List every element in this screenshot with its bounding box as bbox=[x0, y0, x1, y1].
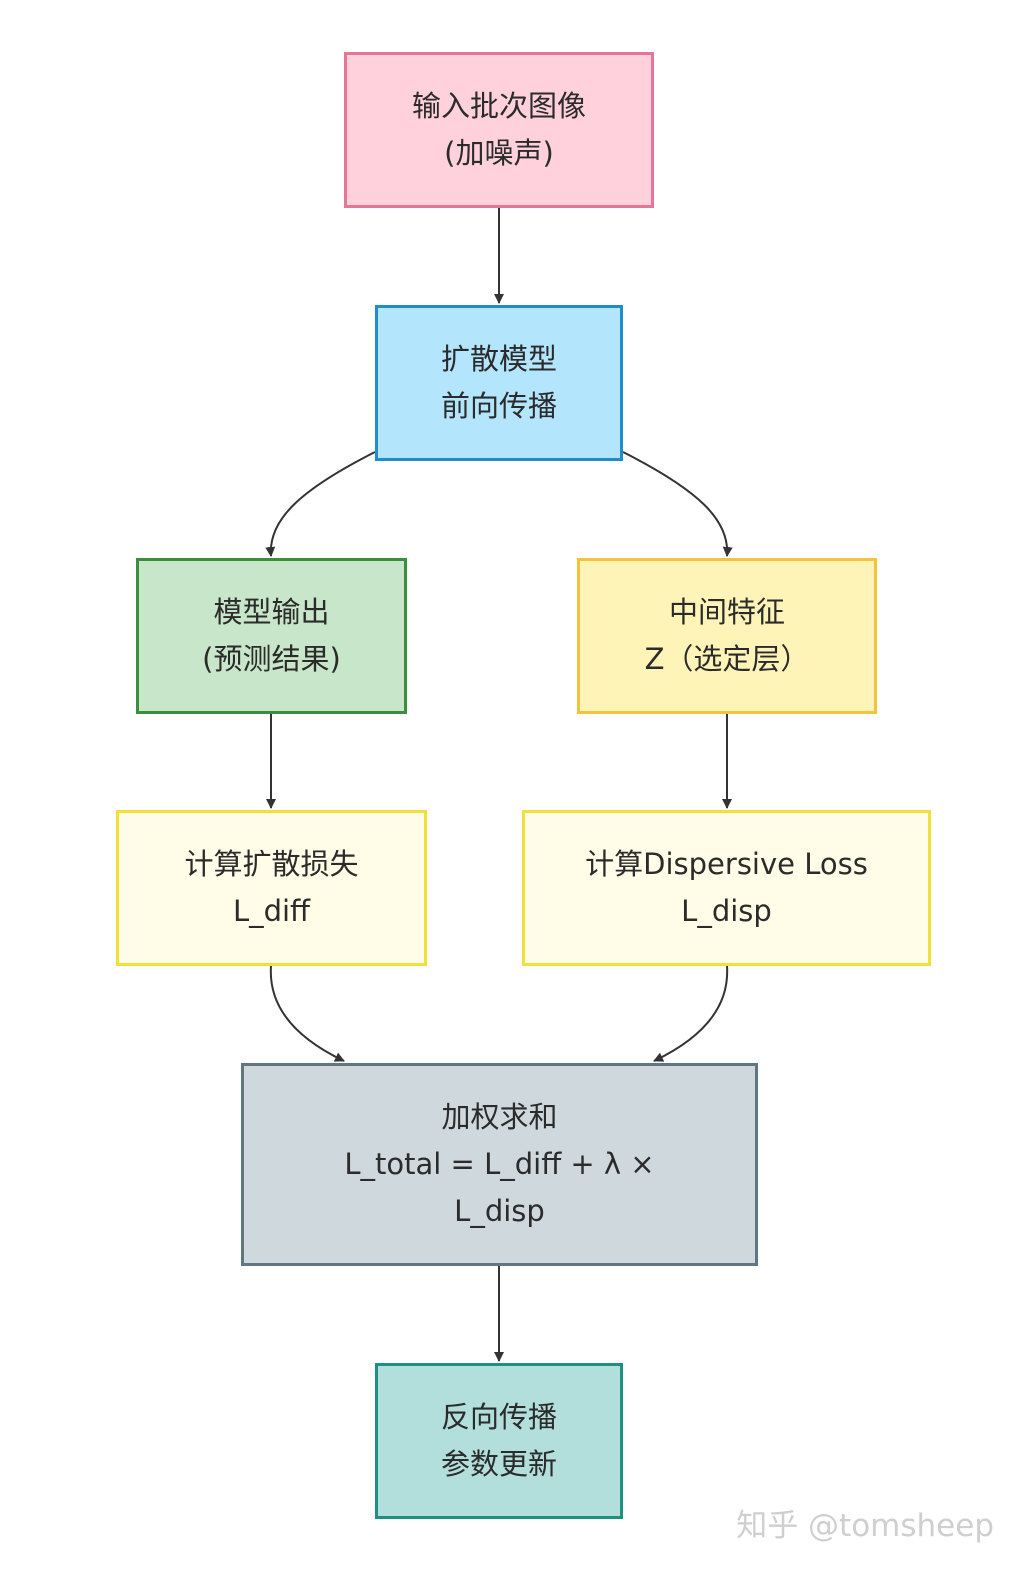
node-input-batch-line2: (加噪声) bbox=[444, 136, 554, 170]
node-input-batch: 输入批次图像 (加噪声) bbox=[344, 52, 654, 208]
edge-forward-to-output bbox=[265, 451, 376, 557]
node-weighted-sum: 加权求和 L_total = L_diff + λ × L_disp bbox=[241, 1063, 758, 1266]
edge-forward-to-features bbox=[622, 451, 733, 557]
node-weighted-sum-line3: L_disp bbox=[454, 1194, 545, 1228]
node-diffusion-loss-line2: L_diff bbox=[232, 894, 311, 928]
node-model-output-line2: (预测结果) bbox=[202, 642, 341, 676]
node-forward-pass-line1: 扩散模型 bbox=[440, 342, 557, 376]
node-diffusion-loss: 计算扩散损失 L_diff bbox=[116, 810, 427, 966]
node-weighted-sum-line2: L_total = L_diff + λ × bbox=[344, 1147, 655, 1181]
node-dispersive-loss-line2: L_disp bbox=[681, 894, 772, 928]
node-intermediate-features-line2: Z（选定层） bbox=[644, 642, 810, 676]
node-dispersive-loss-line1: 计算Dispersive Loss bbox=[585, 847, 868, 881]
node-dispersive-loss: 计算Dispersive Loss L_disp bbox=[522, 810, 931, 966]
node-backward-pass-line2: 参数更新 bbox=[440, 1447, 557, 1481]
node-input-batch-line1: 输入批次图像 bbox=[411, 89, 586, 123]
node-intermediate-features-line1: 中间特征 bbox=[668, 595, 785, 629]
node-backward-pass-line1: 反向传播 bbox=[440, 1400, 557, 1434]
node-weighted-sum-line1: 加权求和 bbox=[441, 1100, 558, 1134]
node-intermediate-features: 中间特征 Z（选定层） bbox=[577, 558, 877, 714]
node-forward-pass-line2: 前向传播 bbox=[440, 389, 557, 423]
node-backward-pass: 反向传播 参数更新 bbox=[375, 1363, 623, 1519]
node-model-output-line1: 模型输出 bbox=[213, 595, 330, 629]
node-diffusion-loss-line1: 计算扩散损失 bbox=[184, 847, 359, 881]
node-forward-pass: 扩散模型 前向传播 bbox=[375, 305, 623, 461]
edge-ldiff-to-sum bbox=[269, 965, 345, 1062]
node-model-output: 模型输出 (预测结果) bbox=[136, 558, 407, 714]
watermark: 知乎 @tomsheep bbox=[736, 1508, 994, 1544]
edge-ldisp-to-sum bbox=[653, 965, 729, 1062]
